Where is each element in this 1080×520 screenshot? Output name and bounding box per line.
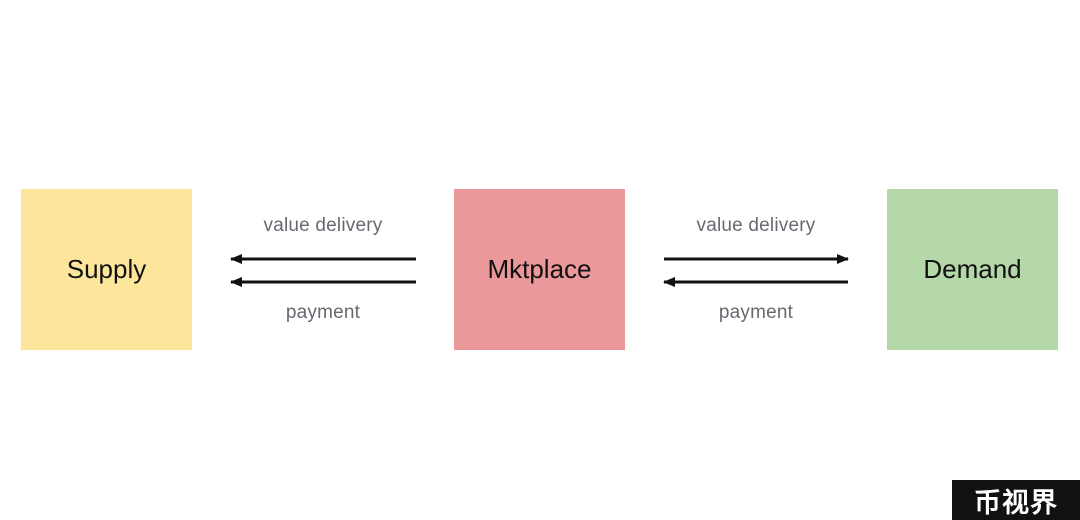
left-payment-label: payment [285,302,361,323]
watermark-text: 币视界 [974,487,1058,519]
mktplace-node: Mktplace [454,189,625,350]
supply-label: Supply [66,254,147,284]
watermark-logo: 币视界 [952,480,1080,520]
left-value-delivery-label: value delivery [263,215,383,236]
right-payment-label: payment [718,302,794,323]
right-value-delivery-label: value delivery [696,215,816,236]
demand-node: Demand [887,189,1058,350]
demand-label: Demand [923,254,1022,284]
mktplace-label: Mktplace [487,254,592,284]
supply-node: Supply [21,189,192,350]
